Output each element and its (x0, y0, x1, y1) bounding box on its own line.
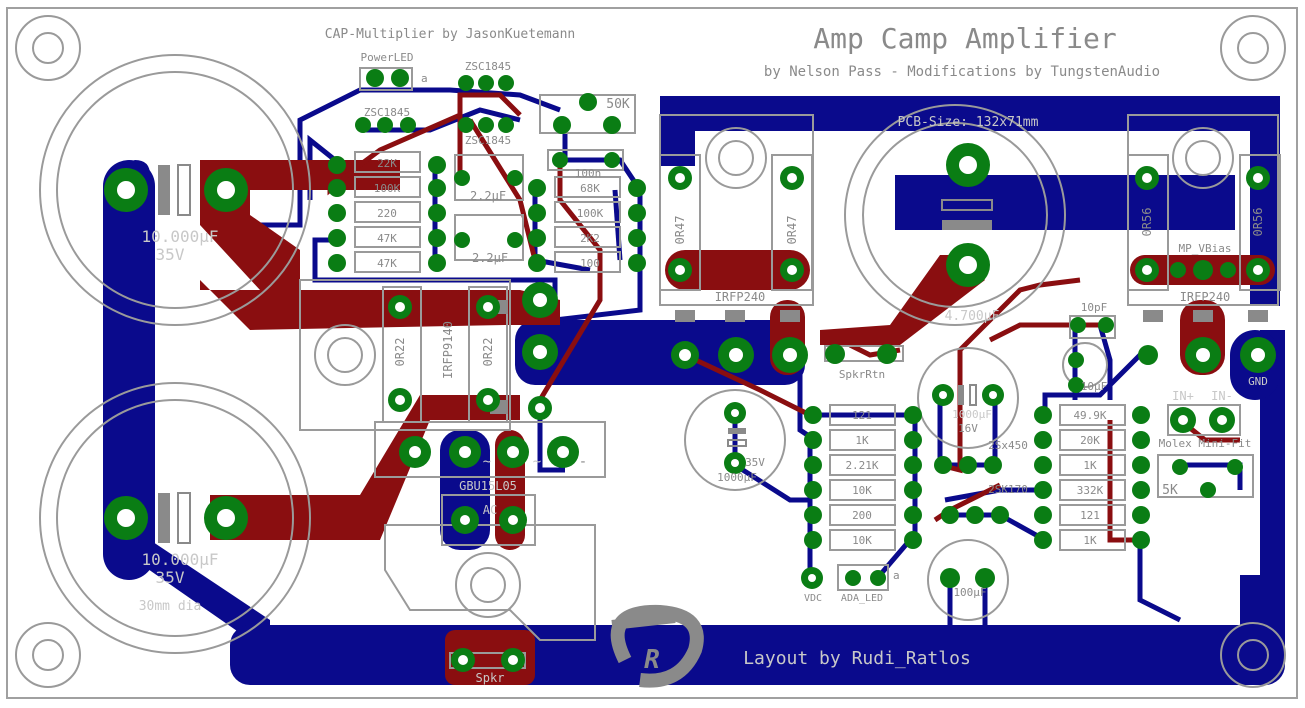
res-c4-2: 1K (1083, 459, 1097, 472)
power-led-a: a (421, 72, 428, 85)
cap10u-label: 10µF (1081, 380, 1108, 393)
res-c2-1: 100K (577, 207, 604, 220)
res-c4-4: 121 (1080, 509, 1100, 522)
bridge-label: GBU15L05 (459, 479, 517, 493)
cap1000b-voltage: 16V (958, 422, 978, 435)
res-c1-3: 47K (377, 232, 397, 245)
cap2-voltage: 35V (156, 568, 185, 587)
cap-multiplier-label: CAP-Multiplier by JasonKuetemann (325, 27, 575, 42)
res-c2-0: 68K (580, 182, 600, 195)
cap1000a-voltage: 35V (745, 456, 765, 469)
zsc3-label: ZSC1845 (465, 134, 511, 147)
res-c1-1: 100K (374, 182, 401, 195)
ac-label: AC (483, 503, 497, 517)
bridge-pin-1: ~ (483, 454, 491, 470)
logo: R (610, 604, 704, 688)
r0r47-b-label: 0R47 (785, 216, 799, 245)
res-c3-5: 10K (852, 534, 872, 547)
molex-label: Molex Mini-Fit (1159, 437, 1252, 450)
res-c1-4: 47K (377, 257, 397, 270)
r0r47-a-label: 0R47 (673, 216, 687, 245)
res-c4-3: 332K (1077, 484, 1104, 497)
labels: Amp Camp Amplifier by Nelson Pass - Modi… (139, 22, 1268, 685)
cap2-value: 10.000µF (141, 550, 218, 569)
res-c3-4: 200 (852, 509, 872, 522)
cap-markings (158, 164, 1268, 544)
bridge-pin-3: - (579, 454, 587, 470)
pads (104, 69, 1276, 672)
res-c3-3: 10K (852, 484, 872, 497)
r0r22-a-label: 0R22 (393, 338, 407, 367)
r0r56-b-label: 0R56 (1251, 208, 1265, 237)
cap100u-label: 100µF (953, 586, 986, 599)
res-c2-3: 100 (580, 257, 600, 270)
tr-2sk-label: 2Sx450 (988, 439, 1028, 452)
res-c3-0: 121 (852, 409, 872, 422)
pcb-size-label: PCB-Size: 132x71mm (898, 115, 1039, 130)
cap1-value: 10.000µF (141, 227, 218, 246)
zsc1-label: ZSC1845 (465, 60, 511, 73)
silkscreen (15, 15, 1286, 688)
res-c2-2: 2K2 (580, 232, 600, 245)
cap-2u2-b: 2.2µF (472, 251, 508, 265)
in-plus-label: IN+ (1172, 389, 1194, 403)
r0r56-a-label: 0R56 (1140, 208, 1154, 237)
cap-100n: 100n (575, 167, 602, 180)
in-minus-label: IN- (1211, 389, 1233, 403)
logo-letter: R (644, 645, 660, 675)
zsc2-label: ZSC1845 (364, 106, 410, 119)
cap1000b-value: 1000µF (952, 408, 992, 421)
res-c1-0: 22K (377, 157, 397, 170)
tr-2sk2-label: 2SK170 (988, 483, 1028, 496)
irfp240-a-label: IRFP240 (715, 290, 766, 304)
res-c4-1: 20K (1080, 434, 1100, 447)
vdc-label: VDC (804, 593, 822, 604)
res-c4-0: 49.9K (1073, 409, 1106, 422)
mp-vbias-label: MP_VBias (1179, 242, 1232, 255)
res-c4-5: 1K (1083, 534, 1097, 547)
pot50k-label: 50K (606, 97, 630, 112)
board-subtitle: by Nelson Pass - Modifications by Tungst… (764, 64, 1160, 80)
layout-credit: Layout by Rudi_Ratlos (743, 648, 971, 669)
res-c3-1: 1K (855, 434, 869, 447)
spkr-label: Spkr (476, 671, 505, 685)
gnd-label: GND (1248, 375, 1268, 388)
irfp240-b-label: IRFP240 (1180, 290, 1231, 304)
res-c3-2: 2.21K (845, 459, 878, 472)
cap1000a-value: 1000µF (717, 471, 757, 484)
res-c1-2: 220 (377, 207, 397, 220)
power-led-label: PowerLED (361, 51, 414, 64)
bridge-pin-2: ~ (533, 454, 541, 470)
ada-led-label: ADA_LED (841, 593, 883, 604)
cap4700-label: 4.700µF (945, 309, 1000, 324)
r0r22-b-label: 0R22 (481, 338, 495, 367)
cap2-note: 30mm dia (139, 599, 202, 614)
cap1-voltage: 35V (156, 245, 185, 264)
cap10pf-label: 10pF (1081, 301, 1108, 314)
spkr-rtn-label: SpkrRtn (839, 368, 885, 381)
irfp9140-label: IRFP9140 (441, 321, 455, 379)
pot5k-label: 5K (1162, 483, 1178, 498)
ada-led-a: a (893, 569, 900, 582)
board-title: Amp Camp Amplifier (813, 22, 1116, 55)
cap-2u2-a: 2.2µF (470, 189, 506, 203)
